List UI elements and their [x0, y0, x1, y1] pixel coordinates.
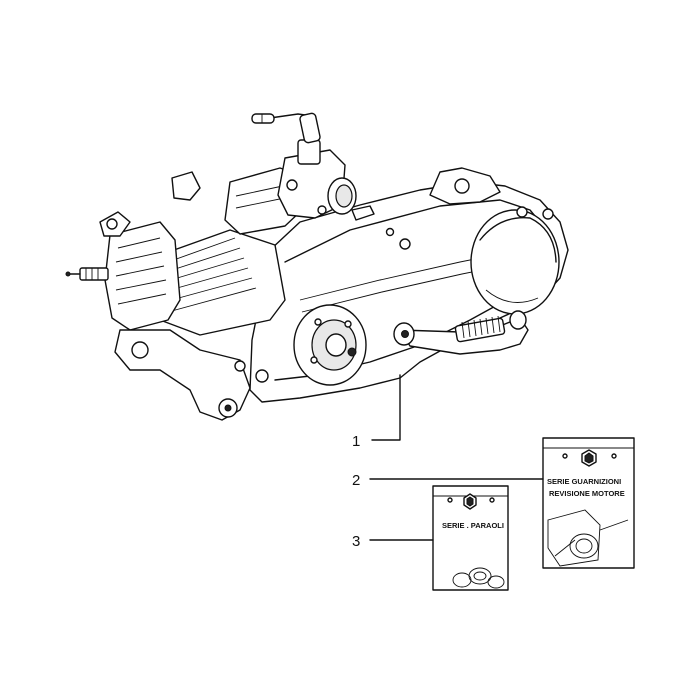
carburettor	[251, 112, 357, 219]
engine-assembly	[65, 112, 569, 421]
brand-logo-icon	[463, 493, 477, 510]
callout-2: 2	[352, 472, 544, 489]
callout-1: 1	[352, 374, 401, 450]
kickstart-pedal-rubber	[454, 315, 506, 343]
leader-line-1	[371, 374, 401, 441]
engine-mount-bracket	[114, 329, 251, 421]
variator-cover	[470, 209, 560, 315]
gasket-set-title: SERIE GUARNIZIONI	[547, 477, 621, 486]
oil-seal-set-title: SERIE . PARAOLI	[442, 521, 504, 530]
callout-label-2: 2	[352, 472, 360, 489]
gasket-set-subtitle: REVISIONE MOTORE	[549, 489, 625, 498]
spark-plug	[65, 267, 109, 281]
oil-seal-set-kit: SERIE . PARAOLI	[432, 485, 509, 591]
callout-label-3: 3	[352, 533, 360, 550]
callout-label-1: 1	[352, 433, 360, 450]
brand-logo-icon	[581, 449, 597, 467]
gasket-set-kit: SERIE GUARNIZIONI REVISIONE MOTORE	[542, 437, 635, 569]
callout-3: 3	[352, 533, 434, 550]
